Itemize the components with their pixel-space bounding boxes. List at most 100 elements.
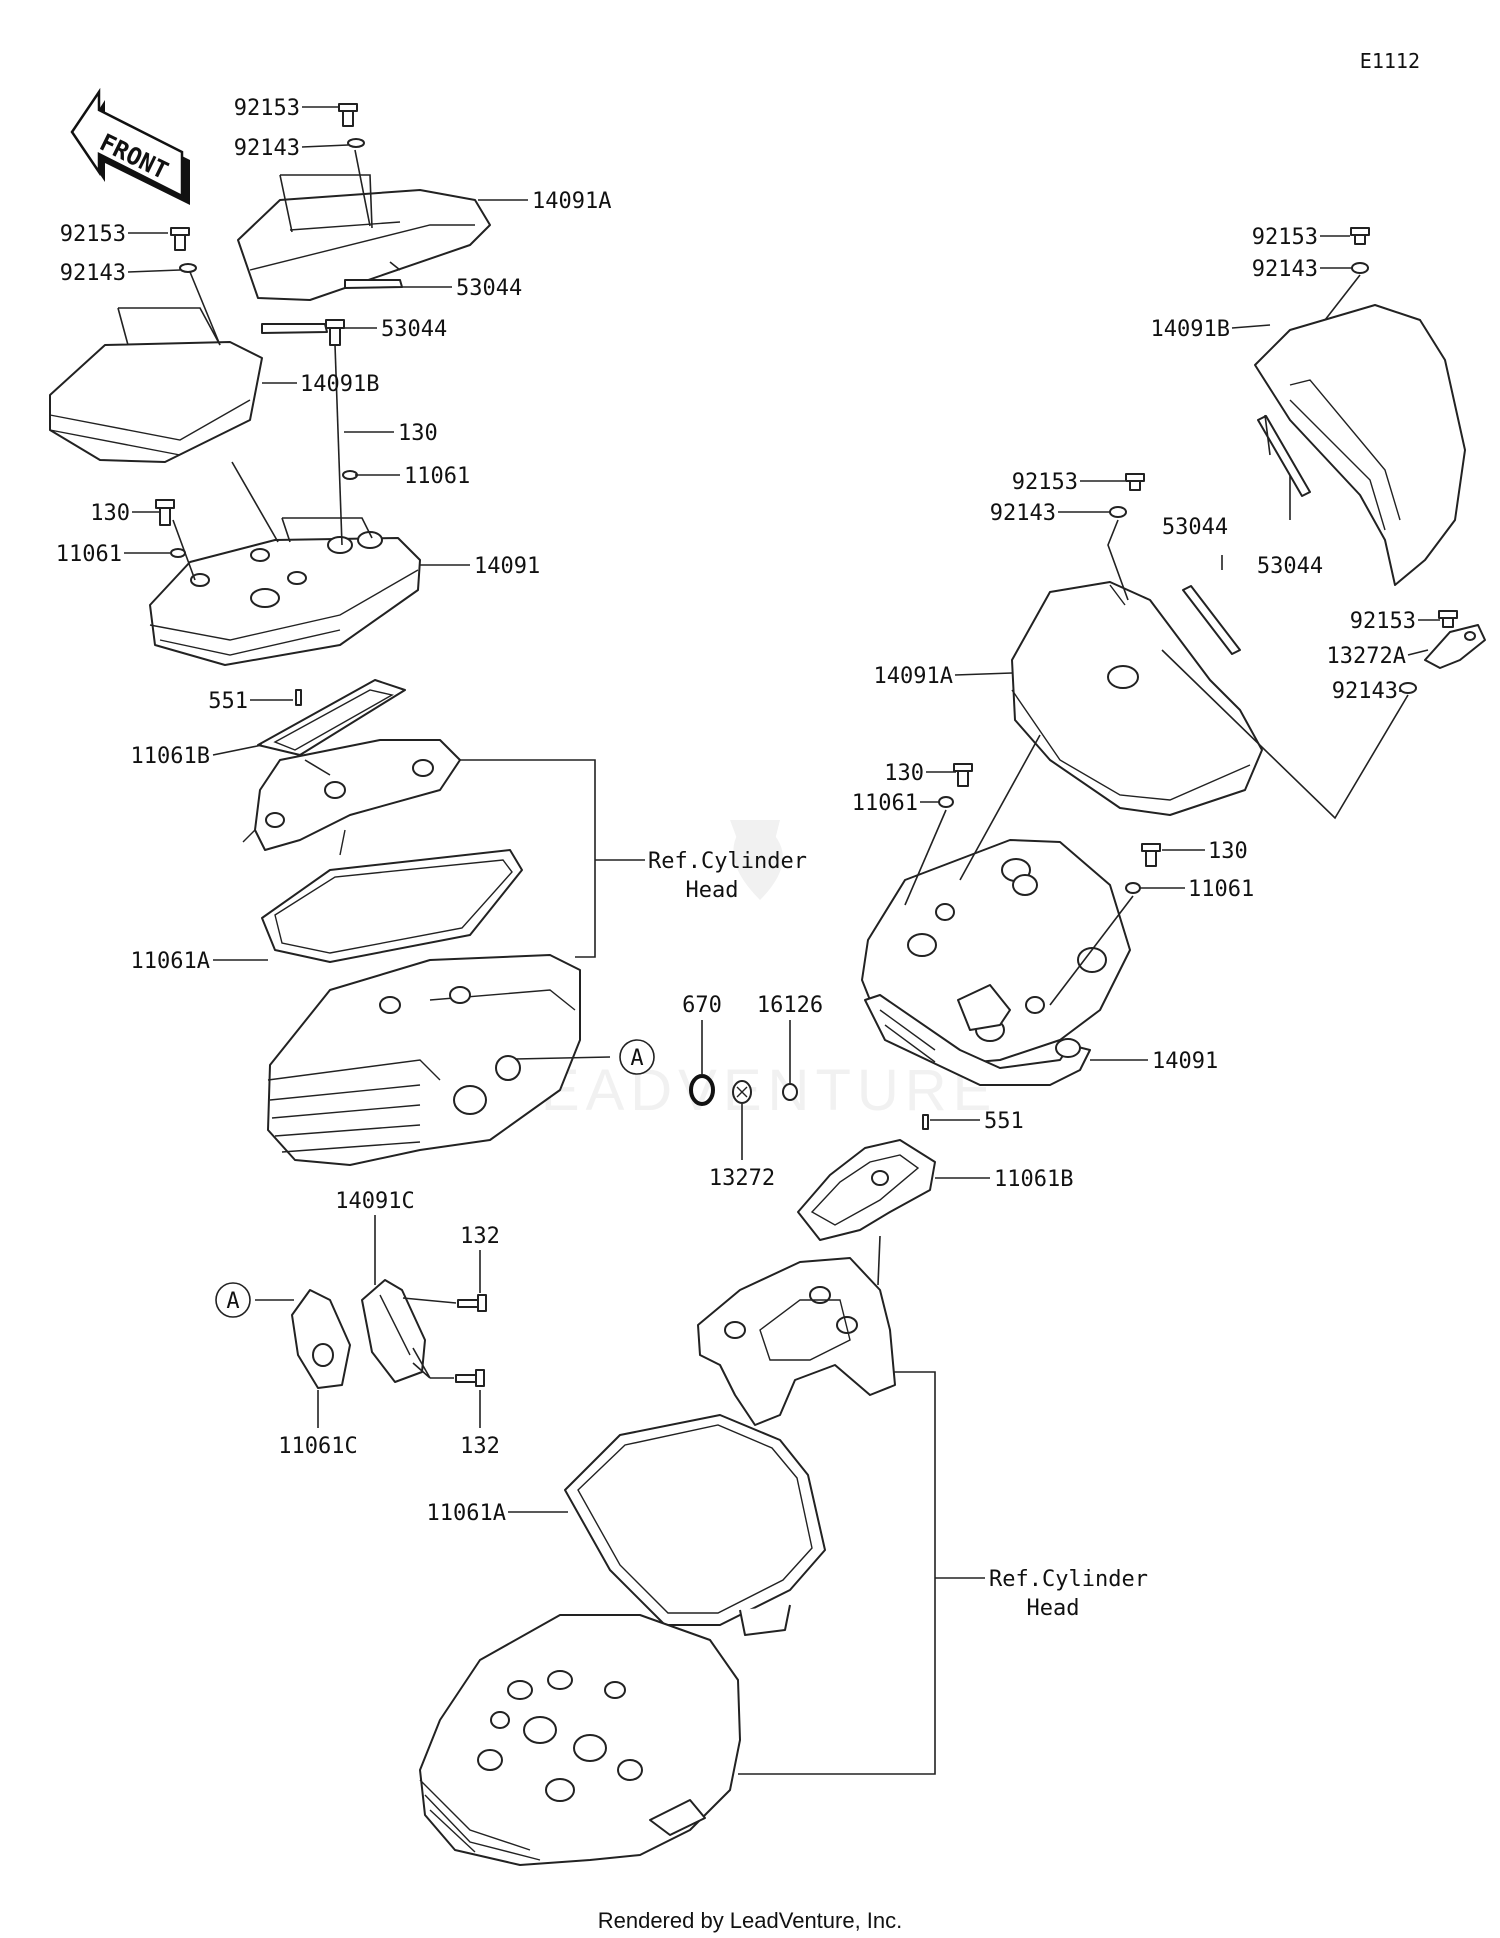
bolt-92153-a-right <box>1350 227 1370 245</box>
label-130: 130 <box>884 761 924 786</box>
credit-footer: Rendered by LeadVenture, Inc. <box>598 1908 903 1933</box>
bolt-132-lower <box>455 1369 485 1387</box>
label-132: 132 <box>460 1434 500 1459</box>
cylinder-head-right <box>419 1614 741 1866</box>
washer-92143-a-right <box>1351 262 1369 274</box>
label-551: 551 <box>208 689 248 714</box>
gasket-11061C <box>291 1289 351 1389</box>
bolt-92153-b-right <box>1125 473 1145 491</box>
cover-14091B-left <box>49 341 263 463</box>
washer-92143-c-right <box>1399 682 1417 694</box>
bolt-92153-b-left <box>170 227 190 251</box>
label-11061B: 11061B <box>131 744 210 769</box>
washer-11061-b-left <box>170 548 186 558</box>
part-labels: 92153 92143 14091A 53044 92153 92143 530… <box>56 96 1416 1526</box>
gasket-11061B-left <box>257 679 406 756</box>
gasket-11061A-left <box>261 849 523 963</box>
label-92143: 92143 <box>1252 257 1318 282</box>
label-14091: 14091 <box>474 554 540 579</box>
label-14091: 14091 <box>1152 1049 1218 1074</box>
label-551: 551 <box>984 1109 1024 1134</box>
label-14091B: 14091B <box>300 372 379 397</box>
ref-cylinder-head-bottom: Ref.Cylinder Head <box>989 1567 1148 1621</box>
label-132: 132 <box>460 1224 500 1249</box>
ref-top-line2: Head <box>686 878 739 903</box>
label-13272A: 13272A <box>1327 644 1406 669</box>
bolt-130-b-right <box>1141 843 1161 867</box>
label-92153: 92153 <box>234 96 300 121</box>
bolt-130-b-left <box>155 499 175 526</box>
head-cover-14091-left <box>149 531 421 666</box>
label-53044: 53044 <box>1162 515 1228 540</box>
label-130: 130 <box>90 501 130 526</box>
washer-11061-a-left <box>342 470 358 480</box>
label-670: 670 <box>682 993 722 1018</box>
washer-92143-b-right <box>1109 506 1127 518</box>
bolt-92153-a-left <box>338 103 358 127</box>
bracket-13272A <box>1424 624 1486 669</box>
label-11061: 11061 <box>852 791 918 816</box>
gasket-11061A-right <box>564 1414 826 1636</box>
ref-bottom-line2: Head <box>1027 1596 1080 1621</box>
cover-14091B-right <box>1254 304 1466 586</box>
washer-11061-a-right <box>938 796 954 808</box>
cylinder-head-left <box>267 954 581 1166</box>
washer-92143-a-left <box>347 138 365 148</box>
label-53044: 53044 <box>456 276 522 301</box>
ref-top-line1: Ref.Cylinder <box>648 849 807 874</box>
ref-bottom-line1: Ref.Cylinder <box>989 1567 1148 1592</box>
diagram-code: E1112 <box>1360 49 1420 73</box>
label-14091C: 14091C <box>335 1189 414 1214</box>
bolt-130-a-right <box>953 763 973 787</box>
rocker-holder-right <box>697 1257 896 1426</box>
part-13272 <box>732 1080 752 1104</box>
pin-53044-right-upper <box>1257 415 1311 497</box>
bolt-130-a-left <box>325 319 345 346</box>
label-13272: 13272 <box>709 1166 775 1191</box>
label-53044: 53044 <box>1257 554 1323 579</box>
front-arrow-icon: FRONT <box>70 87 190 205</box>
label-92153: 92153 <box>1350 609 1416 634</box>
label-11061A: 11061A <box>131 949 210 974</box>
callout-a-top: A <box>619 1039 655 1075</box>
label-92143: 92143 <box>1332 679 1398 704</box>
label-53044: 53044 <box>381 317 447 342</box>
callout-a-bottom-label: A <box>226 1289 239 1314</box>
label-14091A: 14091A <box>874 664 953 689</box>
label-92153: 92153 <box>1252 225 1318 250</box>
pin-53044-upper-left <box>344 279 403 289</box>
o-ring-670 <box>689 1074 715 1106</box>
cover-14091A-right <box>1011 581 1263 816</box>
callout-a-bottom: A <box>215 1282 251 1318</box>
cover-14091C <box>361 1279 426 1383</box>
label-16126: 16126 <box>757 993 823 1018</box>
washer-92143-b-left <box>179 263 197 273</box>
head-cover-14091-right <box>861 839 1131 1086</box>
pin-53044-lower-left <box>261 323 328 334</box>
bolt-92153-c-right <box>1438 610 1458 628</box>
label-92143: 92143 <box>60 261 126 286</box>
pin-53044-right-lower <box>1182 585 1241 655</box>
label-11061B: 11061B <box>994 1167 1073 1192</box>
label-14091A: 14091A <box>532 189 611 214</box>
leader-lines <box>117 106 1440 1775</box>
label-92153: 92153 <box>1012 470 1078 495</box>
rocker-holder-left <box>242 739 461 856</box>
label-11061A: 11061A <box>427 1501 506 1526</box>
label-92143: 92143 <box>234 136 300 161</box>
label-130: 130 <box>398 421 438 446</box>
washer-11061-b-right <box>1125 882 1141 894</box>
label-14091B: 14091B <box>1151 317 1230 342</box>
label-11061C: 11061C <box>278 1434 357 1459</box>
label-92143: 92143 <box>990 501 1056 526</box>
label-11061: 11061 <box>404 464 470 489</box>
ref-cylinder-head-top: Ref.Cylinder Head <box>648 849 807 903</box>
label-130: 130 <box>1208 839 1248 864</box>
washer-16126 <box>782 1083 798 1101</box>
bolt-132-upper <box>457 1294 487 1312</box>
pin-551-right <box>922 1114 929 1130</box>
label-11061: 11061 <box>1188 877 1254 902</box>
label-11061: 11061 <box>56 542 122 567</box>
cover-14091A-left <box>237 189 491 301</box>
